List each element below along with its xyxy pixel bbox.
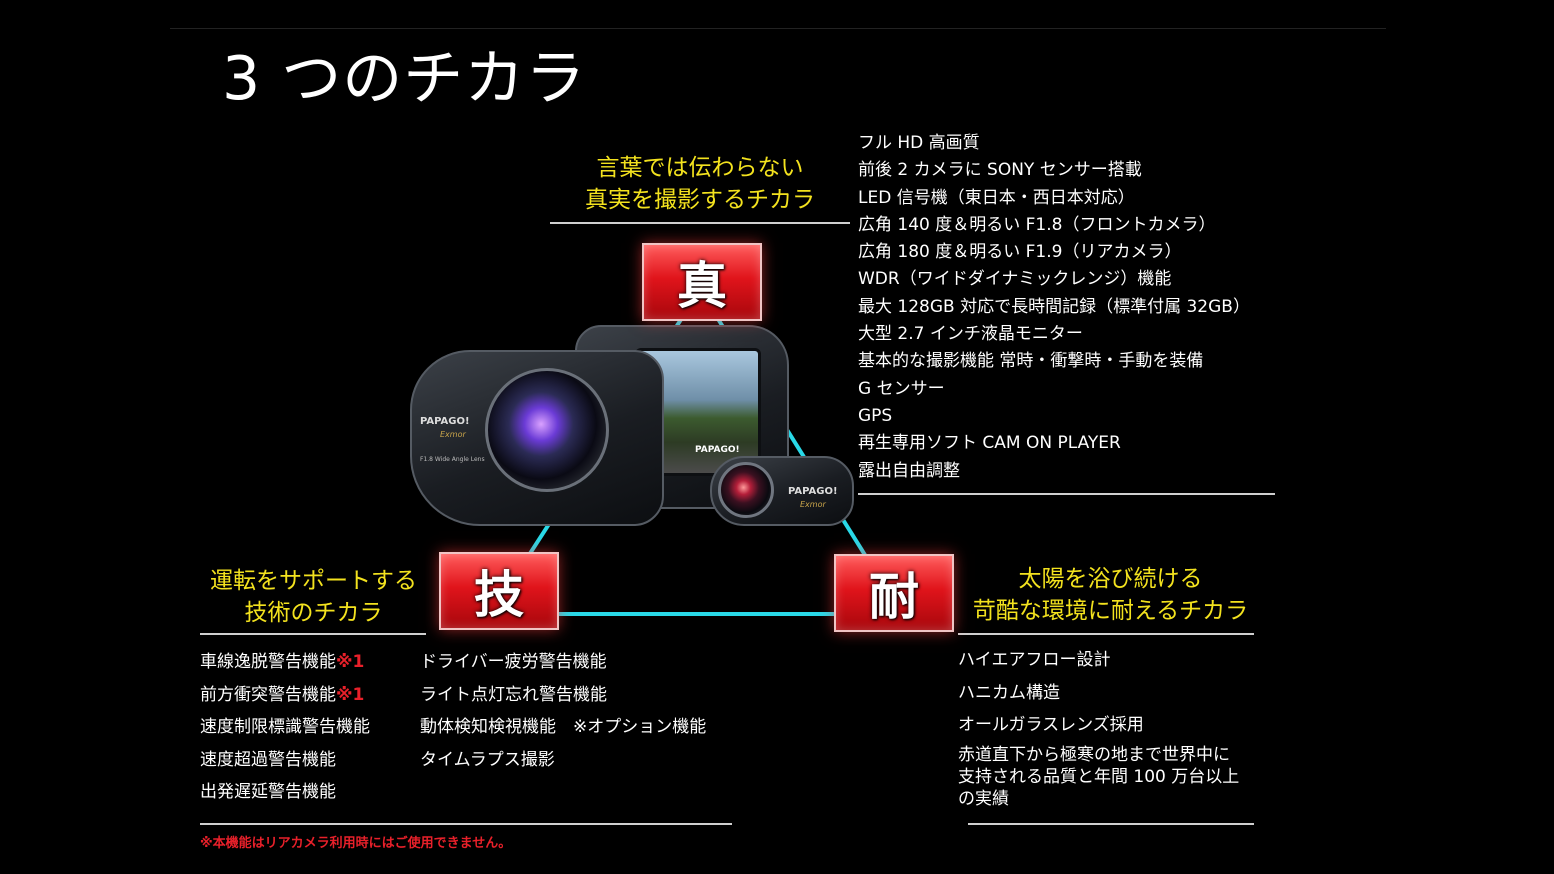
feature-item: 広角 140 度＆明るい F1.8（フロントカメラ） [858,214,1216,235]
rear-brand-label: PAPAGO! [788,486,838,497]
dashcam-product-image: PAPAGO! PAPAGO! Exmor F1.8 Wide Angle Le… [390,320,860,530]
badge-tai: 耐 [834,554,954,632]
feature-item: 広角 180 度＆明るい F1.9（リアカメラ） [858,242,1182,263]
page-title: 3 つのチカラ [222,44,587,114]
feature-item: 基本的な撮影機能 常時・衝撃時・手動を装備 [858,351,1204,372]
left-heading-line2: 技術のチカラ [244,600,383,626]
left-heading: 運転をサポートする 技術のチカラ [196,565,431,629]
feature-item: 速度超過警告機能 [200,749,336,770]
feature-item: ドライバー疲労警告機能 [420,652,607,672]
left-list-underline [200,823,732,825]
rear-camera-lens [718,462,774,518]
footnote: ※本機能はリアカメラ利用時にはご使用できません。 [200,836,512,851]
feature-item: フル HD 高画質 [858,133,980,153]
top-divider [170,28,1386,29]
note-mark: ※1 [336,652,365,672]
front-brand-label: PAPAGO! [420,416,470,427]
left-feature-col2: ドライバー疲労警告機能 ライト点灯忘れ警告機能 動体検知検視機能 ※オプション機… [420,646,706,776]
feature-item: ハイエアフロー設計 [958,650,1111,670]
feature-item: 速度制限標識警告機能 [200,717,370,737]
feature-item: LED 信号機（東日本・西日本対応） [858,187,1135,208]
right-list-underline [968,823,1254,825]
top-heading-underline [550,222,850,224]
feature-item: 最大 128GB 対応で長時間記録（標準付属 32GB） [858,296,1250,317]
right-heading-line2: 苛酷な環境に耐えるチカラ [972,598,1249,624]
feature-item: 車線逸脱警告機能※1 [200,652,365,672]
paragraph-line: の実績 [958,789,1009,809]
feature-item: 前後 2 カメラに SONY センサー搭載 [858,160,1142,181]
right-feature-list: ハイエアフロー設計 ハニカム構造 オールガラスレンズ採用 [958,644,1144,742]
right-paragraph: 赤道直下から極寒の地まで世界中に 支持される品質と年間 100 万台以上 の実績 [958,744,1239,810]
badge-gi: 技 [439,552,559,630]
front-model-label: Exmor [440,430,466,439]
left-heading-underline [200,633,426,635]
right-heading: 太陽を浴び続ける 苛酷な環境に耐えるチカラ [953,563,1268,627]
top-feature-list: フル HD 高画質 前後 2 カメラに SONY センサー搭載 LED 信号機（… [858,130,1250,485]
feature-item: 前方衝突警告機能※1 [200,684,365,705]
front-camera-lens [485,368,609,492]
feature-item: 露出自由調整 [858,460,960,481]
feature-item: 動体検知検視機能 ※オプション機能 [420,717,707,737]
feature-item: 大型 2.7 インチ液晶モニター [858,324,1083,345]
rear-model-label: Exmor [800,500,826,509]
right-heading-underline [958,633,1254,635]
left-feature-col1: 車線逸脱警告機能※1 前方衝突警告機能※1 速度制限標識警告機能 速度超過警告機… [200,646,370,809]
feature-item: G センサー [858,378,945,399]
lens-spec-label: F1.8 Wide Angle Lens [420,456,485,463]
feature-item: WDR（ワイドダイナミックレンジ）機能 [858,269,1172,290]
feature-item: タイムラプス撮影 [420,749,555,770]
screen-brand-label: PAPAGO! [695,445,740,455]
feature-item: ハニカム構造 [958,682,1060,703]
feature-item: オールガラスレンズ採用 [958,715,1144,735]
feature-item: ライト点灯忘れ警告機能 [420,684,607,705]
feature-item: 出発遅延警告機能 [200,782,336,802]
top-list-underline [858,493,1275,495]
feature-item: 再生専用ソフト CAM ON PLAYER [858,433,1121,454]
top-heading-line1: 言葉では伝わらない [596,155,804,181]
note-mark: ※1 [336,684,365,705]
badge-shin: 真 [642,243,762,321]
paragraph-line: 支持される品質と年間 100 万台以上 [958,767,1240,787]
feature-item: GPS [858,405,893,426]
top-heading: 言葉では伝わらない 真実を撮影するチカラ [550,152,850,216]
top-heading-line2: 真実を撮影するチカラ [585,187,815,213]
right-heading-line1: 太陽を浴び続ける [1018,566,1203,592]
left-heading-line1: 運転をサポートする [210,568,417,594]
paragraph-line: 赤道直下から極寒の地まで世界中に [958,745,1230,765]
